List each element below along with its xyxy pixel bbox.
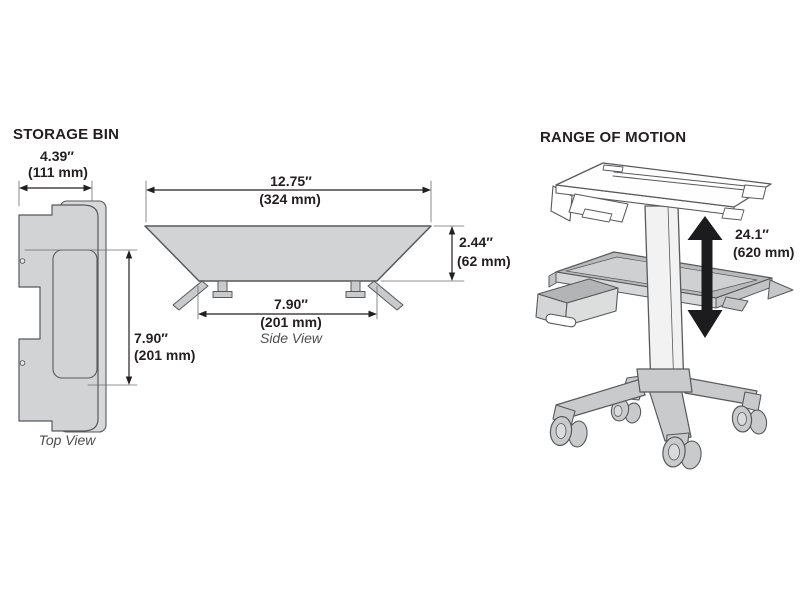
bin-width-inches: 4.39″ xyxy=(40,148,74,164)
cart-column xyxy=(644,205,685,391)
side-top-width-inches: 12.75″ xyxy=(270,173,312,189)
storage-bin-title: STORAGE BIN xyxy=(13,126,120,143)
range-of-motion-title: RANGE OF MOTION xyxy=(540,129,687,146)
bin-depth-dimension xyxy=(24,249,138,386)
range-arrow-icon xyxy=(687,216,723,338)
side-top-width-dimension xyxy=(145,180,432,223)
side-top-width-mm: (324 mm) xyxy=(259,191,321,207)
range-travel-mm: (620 mm) xyxy=(733,244,795,260)
cart-base xyxy=(549,368,768,470)
side-view-label: Side View xyxy=(259,330,322,346)
side-height-mm: (62 mm) xyxy=(457,253,511,269)
top-view-label: Top View xyxy=(38,432,96,448)
cart-front-bin xyxy=(535,278,619,328)
side-height-dimension xyxy=(380,225,465,282)
cart-drawing xyxy=(535,162,794,470)
bin-width-mm: (111 mm) xyxy=(28,164,88,180)
side-height-inches: 2.44″ xyxy=(459,234,493,250)
cart-keyboard-tray xyxy=(568,193,629,223)
bin-top-view-drawing xyxy=(18,200,107,433)
side-bottom-width-dimension xyxy=(197,285,378,320)
bin-depth-inches: 7.90″ xyxy=(134,330,168,346)
bin-depth-mm: (201 mm) xyxy=(134,347,196,363)
side-bottom-width-mm: (201 mm) xyxy=(260,314,322,330)
range-travel-inches: 24.1″ xyxy=(735,226,769,242)
side-bottom-width-inches: 7.90″ xyxy=(274,296,308,312)
cart-top-surface xyxy=(550,162,772,222)
